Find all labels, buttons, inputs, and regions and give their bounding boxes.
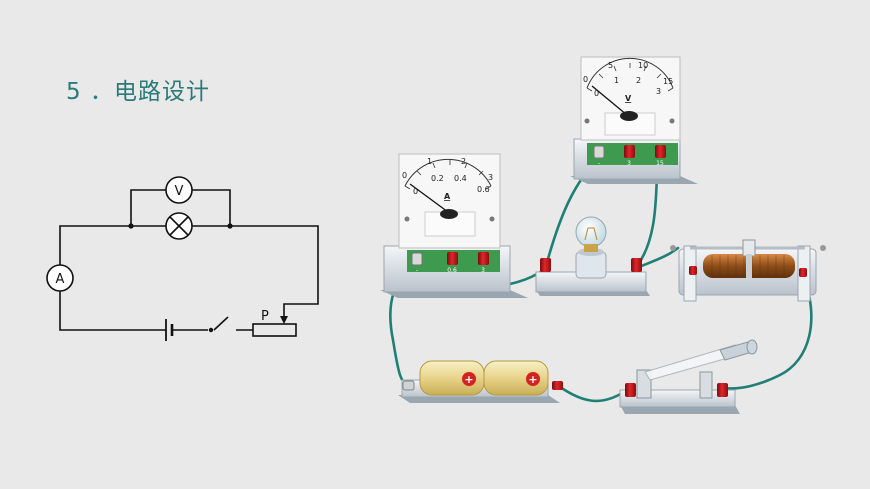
switch-terminal-right[interactable] xyxy=(717,383,728,397)
ammeter-bottom-0: 0 xyxy=(413,187,418,196)
voltmeter-terminal-15[interactable]: 15 xyxy=(655,145,666,167)
ammeter-terminal-label-0.6: 0.6 xyxy=(447,267,457,274)
ammeter-terminal-0.6[interactable]: 0.6 xyxy=(447,252,458,274)
ammeter-scale: 0 1 2 3 0 0.2 0.4 0.6 A xyxy=(402,157,493,201)
rheostat xyxy=(670,239,826,302)
ammeter-top-3: 3 xyxy=(488,173,493,182)
rheostat-terminal-right[interactable] xyxy=(799,268,807,277)
voltmeter-bottom-1: 1 xyxy=(614,76,619,85)
battery-cell-mark-1: + xyxy=(462,372,476,386)
ammeter-terminal-3[interactable]: 3 xyxy=(478,252,489,274)
battery-terminal-negative[interactable] xyxy=(402,380,415,391)
schematic-ammeter: A xyxy=(46,264,74,292)
ammeter-top-2: 2 xyxy=(461,157,466,166)
circuit-schematic xyxy=(59,189,319,341)
ammeter-unit: A xyxy=(444,192,451,201)
lamp-terminal-left[interactable] xyxy=(540,258,551,272)
voltmeter-top-5: 5 xyxy=(608,61,613,70)
ammeter-bottom-1: 0.2 xyxy=(431,174,444,183)
battery-terminal-positive[interactable] xyxy=(552,381,563,390)
switch-contact xyxy=(208,327,214,333)
voltmeter-bottom-2: 2 xyxy=(636,76,641,85)
ammeter-top-1: 1 xyxy=(427,157,432,166)
ammeter: 0 1 2 3 0 0.2 0.4 0.6 A - 0.6 3 xyxy=(380,153,528,298)
slider-p-label: P xyxy=(261,309,269,324)
voltmeter-terminal-label-neg: - xyxy=(598,160,600,167)
voltmeter-needle xyxy=(591,85,628,116)
switch-terminal-left[interactable] xyxy=(625,383,636,397)
voltmeter-bottom-0: 0 xyxy=(594,89,599,98)
ammeter-needle xyxy=(409,183,449,213)
voltmeter-terminal-label-15: 15 xyxy=(656,160,664,167)
voltmeter: 0 5 10 15 0 1 2 3 V - 3 15 xyxy=(570,56,698,184)
page-title: 5 ．电路设计 xyxy=(66,79,210,105)
voltmeter-top-15: 15 xyxy=(663,77,673,86)
lamp-terminal-right[interactable] xyxy=(631,258,642,272)
ammeter-top-0: 0 xyxy=(402,171,407,180)
ammeter-terminal-label-neg: - xyxy=(416,267,418,274)
rheostat-terminal-left[interactable] xyxy=(689,266,697,275)
voltmeter-bottom-3: 3 xyxy=(656,87,661,96)
voltmeter-terminal-label-3: 3 xyxy=(627,160,631,167)
battery-plus-2: + xyxy=(528,373,537,386)
voltmeter-terminal-3[interactable]: 3 xyxy=(624,145,635,167)
lamp-symbol xyxy=(165,212,193,240)
switch-blade[interactable] xyxy=(644,339,758,381)
schematic-voltmeter: V xyxy=(165,176,193,204)
knife-switch xyxy=(619,339,758,414)
ammeter-bottom-3: 0.6 xyxy=(477,185,490,194)
ammeter-terminal-label-3: 3 xyxy=(481,267,485,274)
slider-arrow xyxy=(280,316,288,324)
voltmeter-top-0: 0 xyxy=(583,75,588,84)
ammeter-symbol-label: A xyxy=(56,272,65,287)
ammeter-bottom-2: 0.4 xyxy=(454,174,467,183)
ammeter-terminal-negative[interactable]: - xyxy=(411,252,423,274)
junction-dots xyxy=(128,223,233,229)
voltmeter-scale: 0 5 10 15 0 1 2 3 V xyxy=(583,57,674,103)
light-bulb xyxy=(535,216,650,296)
battery-cell-mark-2: + xyxy=(526,372,540,386)
voltmeter-terminal-negative[interactable]: - xyxy=(593,145,605,167)
voltmeter-unit: V xyxy=(625,94,632,103)
voltmeter-top-10: 10 xyxy=(638,61,648,70)
rheostat-slider[interactable] xyxy=(742,239,756,278)
battery-pack: + + xyxy=(398,360,563,403)
battery-plus-1: + xyxy=(464,373,473,386)
voltmeter-symbol-label: V xyxy=(175,184,184,199)
